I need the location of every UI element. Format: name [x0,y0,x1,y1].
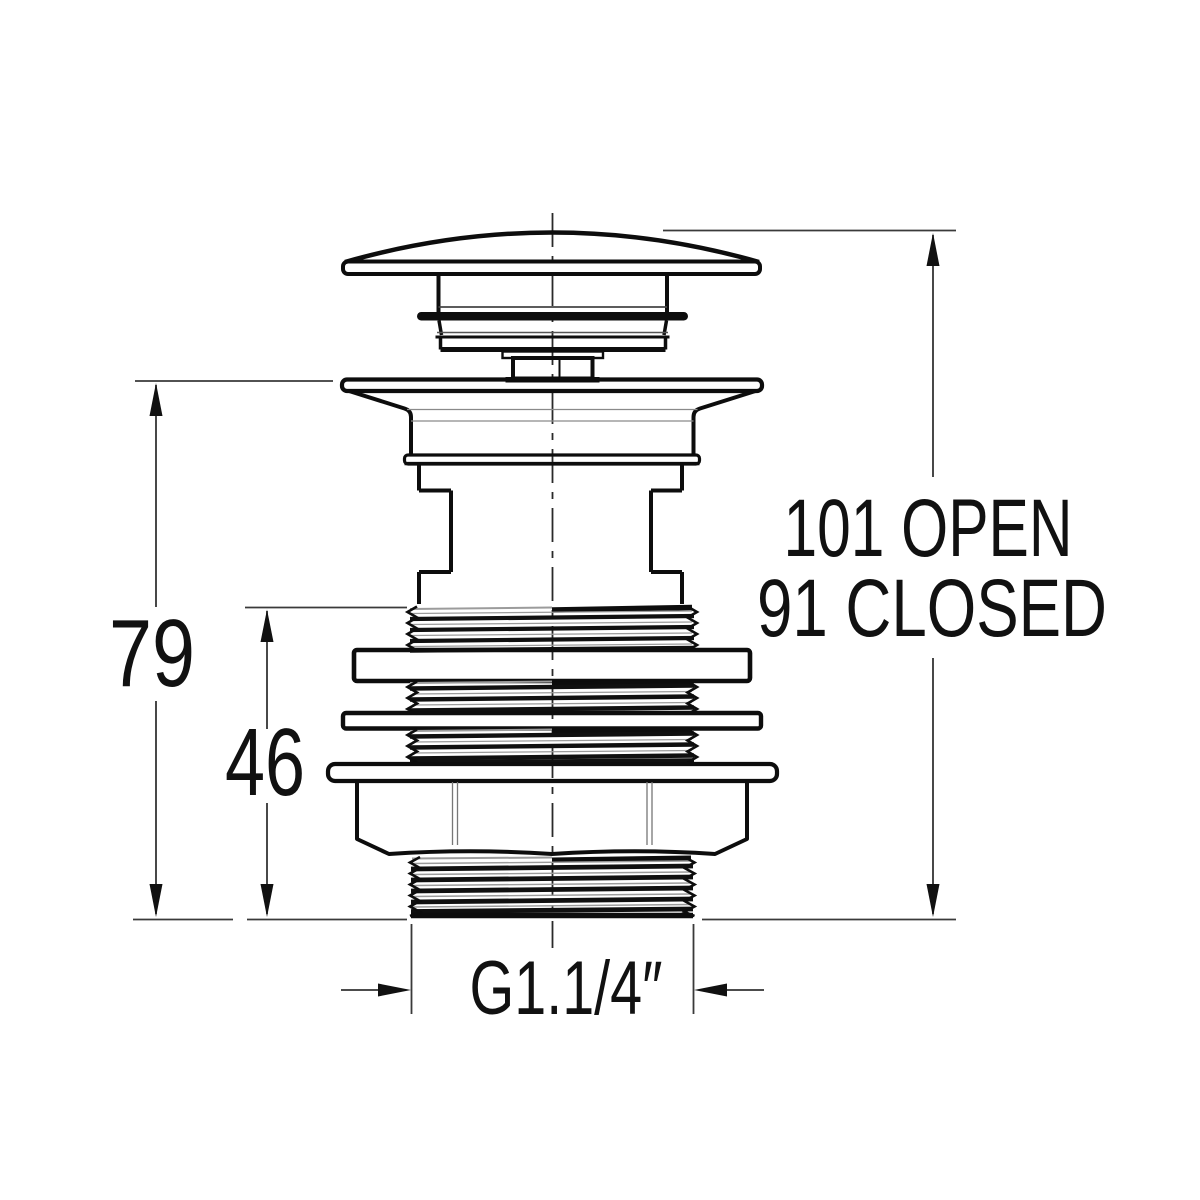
dim-46-label: 46 [225,709,305,816]
thread-crest-left [404,680,420,716]
thread-crest-right [681,855,698,918]
thread-crest-right [684,728,700,764]
dimension-thread-size: G1.1/4″ [341,924,764,1031]
thread-crest-right [684,605,700,652]
backnut-hex-body [355,781,749,856]
flange-skirt-left [348,389,413,455]
arrowhead-down [149,884,163,917]
thread-section-bottom [407,855,698,919]
flange-plate [339,377,765,394]
dimension-open-closed: 101 OPEN 91 CLOSED [663,229,1107,917]
cap-dome [344,230,760,265]
thread-crest-left [407,855,424,918]
flange [339,377,765,466]
arrowhead-up [260,609,274,642]
arrowhead-up [926,233,940,266]
dim-thread-label: G1.1/4″ [470,946,663,1031]
cap [341,230,762,312]
arrowhead-down [926,884,940,917]
thread-crest-left [404,728,420,764]
o-ring [417,312,688,321]
arrowhead-down [260,884,274,917]
thread-section-2 [404,679,700,716]
thread-crest-right [684,680,700,716]
dimension-46: 46 [225,606,407,917]
arrowhead-up [149,383,163,416]
dim-79-label: 79 [109,600,195,707]
washer-2 [340,710,764,731]
dim-closed-label: 91 CLOSED [757,563,1107,654]
thread-section-3 [404,727,700,765]
dim-open-label: 101 OPEN [784,483,1073,574]
backnut-flange [325,761,780,784]
plug-seal [417,312,688,352]
flange-skirt-right [691,389,757,455]
dimension-79: 79 [109,380,333,917]
arrowhead-right [378,983,411,997]
backnut [325,761,780,856]
washer-1 [351,647,753,684]
thread-crest-left [404,605,420,652]
cap-plate [341,259,762,276]
arrowhead-left [694,983,727,997]
body-spool [417,464,684,604]
